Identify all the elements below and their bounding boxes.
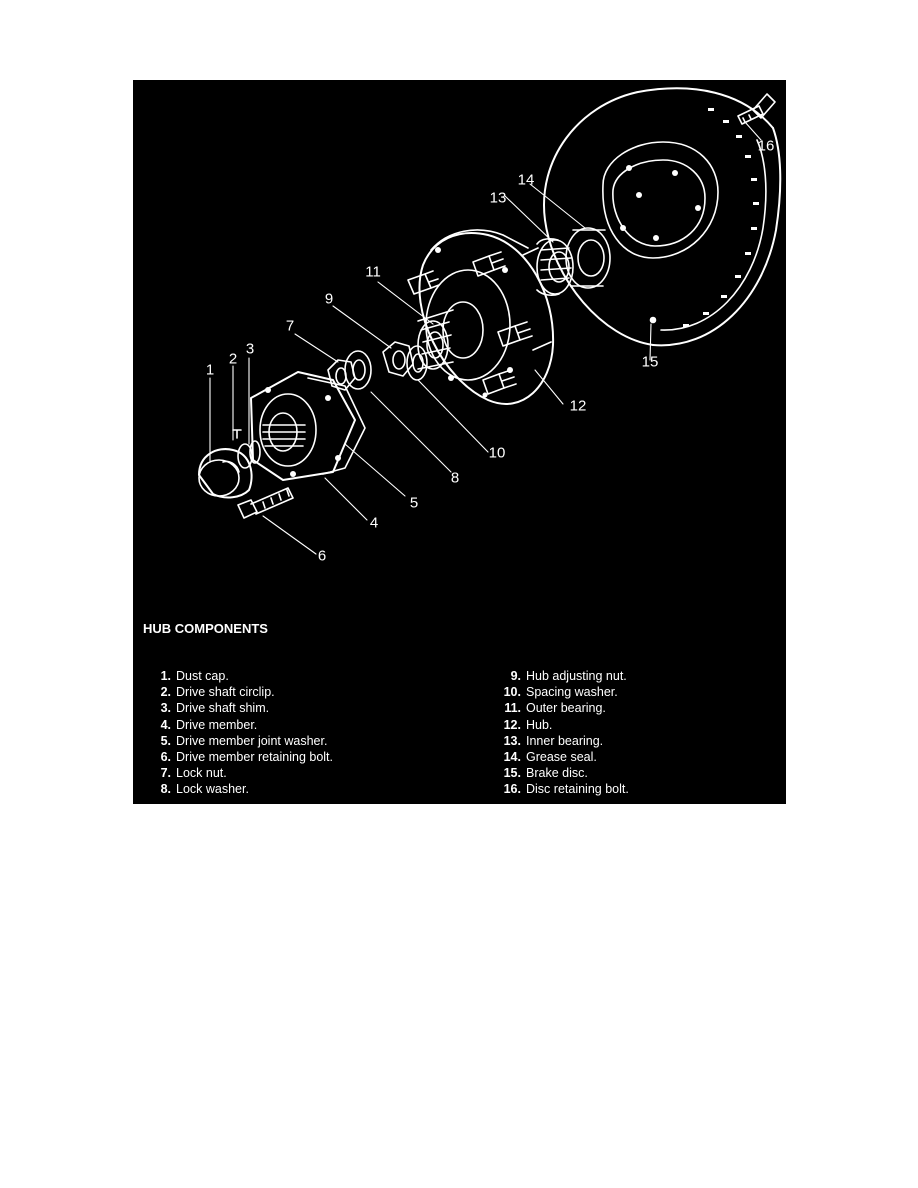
callout-3: 3 — [245, 340, 255, 358]
callout-16: 16 — [757, 137, 775, 155]
callout-1: 1 — [205, 361, 215, 379]
legend-item: 10.Spacing washer. — [503, 685, 618, 700]
exploded-hub-drawing — [198, 87, 782, 555]
retaining-bolt-drawing — [237, 487, 294, 519]
legend-item: 2.Drive shaft circlip. — [160, 685, 275, 700]
callout-5: 5 — [409, 494, 419, 512]
callout-8: 8 — [450, 469, 460, 487]
legend-item: 1.Dust cap. — [160, 669, 229, 683]
leader-lines — [209, 121, 762, 555]
figure-title: HUB COMPONENTS — [143, 621, 268, 636]
circlip-drawing — [232, 429, 261, 469]
disc-bolt-drawing — [737, 93, 776, 125]
legend-item: 6.Drive member retaining bolt. — [160, 749, 334, 764]
callout-6: 6 — [317, 547, 327, 565]
legend-left-column: 1.Dust cap. 2.Drive shaft circlip. 3.Dri… — [137, 668, 333, 798]
callout-15: 15 — [641, 353, 659, 371]
legend-item: 11.Outer bearing. — [504, 701, 606, 716]
lock-nut-drawing — [327, 350, 372, 391]
dust-cap-drawing — [198, 448, 253, 499]
adjusting-nut-drawing — [382, 341, 428, 381]
brake-disc-drawing — [543, 87, 782, 347]
callout-9: 9 — [324, 290, 334, 308]
callout-2: 2 — [228, 350, 238, 368]
legend-item: 5.Drive member joint washer. — [160, 733, 328, 748]
callout-10: 10 — [488, 444, 506, 462]
legend-item: 8.Lock washer. — [160, 782, 249, 797]
hub-drawing — [407, 229, 555, 405]
legend-item: 12.Hub. — [503, 717, 553, 732]
callout-12: 12 — [569, 397, 587, 415]
legend-item: 15.Brake disc. — [503, 766, 588, 781]
callout-13: 13 — [489, 189, 507, 207]
callout-14: 14 — [517, 171, 535, 189]
legend-item: 16.Disc retaining bolt. — [503, 782, 629, 797]
callout-4: 4 — [369, 514, 379, 532]
legend-item: 13.Inner bearing. — [503, 733, 604, 748]
legend-right-column: 9.Hub adjusting nut. 10.Spacing washer. … — [487, 668, 629, 798]
inner-bearing-drawing — [536, 227, 611, 296]
legend-item: 14.Grease seal. — [503, 749, 597, 764]
callout-11: 11 — [365, 263, 381, 281]
outer-bearing-drawing — [417, 309, 454, 370]
callout-7: 7 — [285, 317, 295, 335]
legend-item: 9.Hub adjusting nut. — [510, 669, 627, 683]
legend-item: 7.Lock nut. — [160, 766, 227, 781]
drive-member-drawing — [250, 371, 366, 481]
legend-item: 3.Drive shaft shim. — [160, 701, 270, 716]
hub-components-figure: 1 2 3 4 5 6 7 8 9 10 11 12 13 14 15 16 H… — [133, 80, 786, 804]
legend-item: 4.Drive member. — [160, 717, 258, 732]
